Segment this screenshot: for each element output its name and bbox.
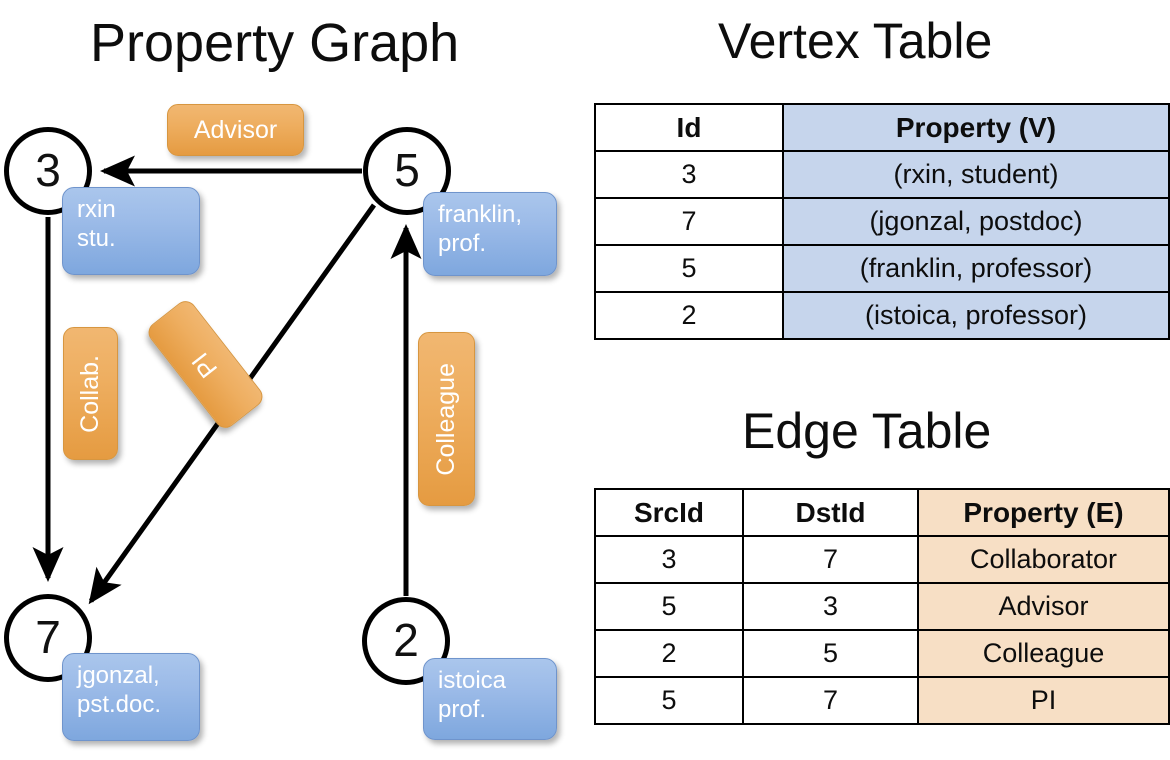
- vertex-property-box-franklin: franklin, prof.: [423, 192, 557, 276]
- edge-row-2-dst: 5: [742, 629, 919, 678]
- vertex-table: Id Property (V) 3 (rxin, student) 7 (jgo…: [594, 103, 1170, 340]
- edge-table-header-row: SrcId DstId Property (E): [594, 488, 1170, 537]
- graph-node-7-label: 7: [35, 611, 61, 663]
- vertex-property-rxin-name: rxin: [77, 196, 116, 223]
- vertex-property-istoica-role: prof.: [438, 696, 487, 724]
- edge-row-3-property: PI: [917, 676, 1170, 725]
- graph-node-2[interactable]: 2: [362, 597, 450, 685]
- edge-table-header-property: Property (E): [917, 488, 1170, 537]
- vertex-property-rxin-role: stu.: [77, 225, 116, 253]
- vertex-row-3-property: (istoica, professor): [782, 291, 1170, 340]
- edge-label-box-colleague: Colleague: [418, 332, 475, 506]
- edge-row-2-src: 2: [594, 629, 744, 678]
- vertex-property-box-istoica: istoica prof.: [423, 658, 557, 740]
- vertex-table-header-property: Property (V): [782, 103, 1170, 152]
- vertex-row-0-property: (rxin, student): [782, 150, 1170, 199]
- vertex-property-franklin-role: prof.: [438, 230, 487, 258]
- table-row[interactable]: 5 (franklin, professor): [594, 244, 1170, 293]
- page-title-vertex-table: Vertex Table: [718, 13, 993, 69]
- vertex-row-1-property: (jgonzal, postdoc): [782, 197, 1170, 246]
- vertex-property-istoica-name: istoica: [438, 667, 507, 694]
- table-row[interactable]: 2 (istoica, professor): [594, 291, 1170, 340]
- graph-node-2-label: 2: [393, 614, 419, 666]
- vertex-row-3-id: 2: [594, 291, 784, 340]
- edge-label-box-advisor: Advisor: [167, 104, 304, 156]
- vertex-row-2-property: (franklin, professor): [782, 244, 1170, 293]
- vertex-property-jgonzal-role: pst.doc.: [77, 691, 162, 719]
- vertex-table-header-row: Id Property (V): [594, 103, 1170, 152]
- table-row[interactable]: 2 5 Colleague: [594, 629, 1170, 678]
- graph-node-3-label: 3: [35, 144, 61, 196]
- property-graph-diagram: 3 5 7 2 rxin stu. franklin, prof. jgonza…: [4, 104, 557, 741]
- edge-row-1-dst: 3: [742, 582, 919, 631]
- edge-table: SrcId DstId Property (E) 3 7 Collaborato…: [594, 488, 1170, 725]
- vertex-row-2-id: 5: [594, 244, 784, 293]
- vertex-property-box-rxin: rxin stu.: [62, 187, 200, 275]
- edge-label-colleague-text: Colleague: [432, 362, 460, 476]
- table-row[interactable]: 3 (rxin, student): [594, 150, 1170, 199]
- edge-row-3-src: 5: [594, 676, 744, 725]
- graph-node-5[interactable]: 5: [363, 127, 451, 215]
- edge-row-2-property: Colleague: [917, 629, 1170, 678]
- vertex-property-franklin-name: franklin,: [438, 201, 523, 228]
- edge-row-1-property: Advisor: [917, 582, 1170, 631]
- edge-table-header-dstid: DstId: [742, 488, 919, 537]
- edge-label-advisor-text: Advisor: [193, 115, 278, 144]
- edge-label-pi-text: PI: [186, 346, 224, 383]
- table-row[interactable]: 3 7 Collaborator: [594, 535, 1170, 584]
- edge-row-3-dst: 7: [742, 676, 919, 725]
- table-row[interactable]: 5 3 Advisor: [594, 582, 1170, 631]
- vertex-row-1-id: 7: [594, 197, 784, 246]
- graph-node-5-label: 5: [394, 144, 420, 196]
- vertex-row-0-id: 3: [594, 150, 784, 199]
- edge-row-0-src: 3: [594, 535, 744, 584]
- edge-row-0-dst: 7: [742, 535, 919, 584]
- vertex-property-box-jgonzal: jgonzal, pst.doc.: [62, 653, 200, 741]
- edge-row-0-property: Collaborator: [917, 535, 1170, 584]
- vertex-table-header-id: Id: [594, 103, 784, 152]
- vertex-property-jgonzal-name: jgonzal,: [77, 662, 160, 689]
- table-row[interactable]: 7 (jgonzal, postdoc): [594, 197, 1170, 246]
- table-row[interactable]: 5 7 PI: [594, 676, 1170, 725]
- edge-label-collab-text: Collab.: [76, 354, 104, 433]
- edge-table-header-srcid: SrcId: [594, 488, 744, 537]
- edge-label-box-collab: Collab.: [63, 327, 118, 460]
- page-title-property-graph: Property Graph: [90, 13, 460, 73]
- edge-row-1-src: 5: [594, 582, 744, 631]
- page-title-edge-table: Edge Table: [742, 403, 992, 459]
